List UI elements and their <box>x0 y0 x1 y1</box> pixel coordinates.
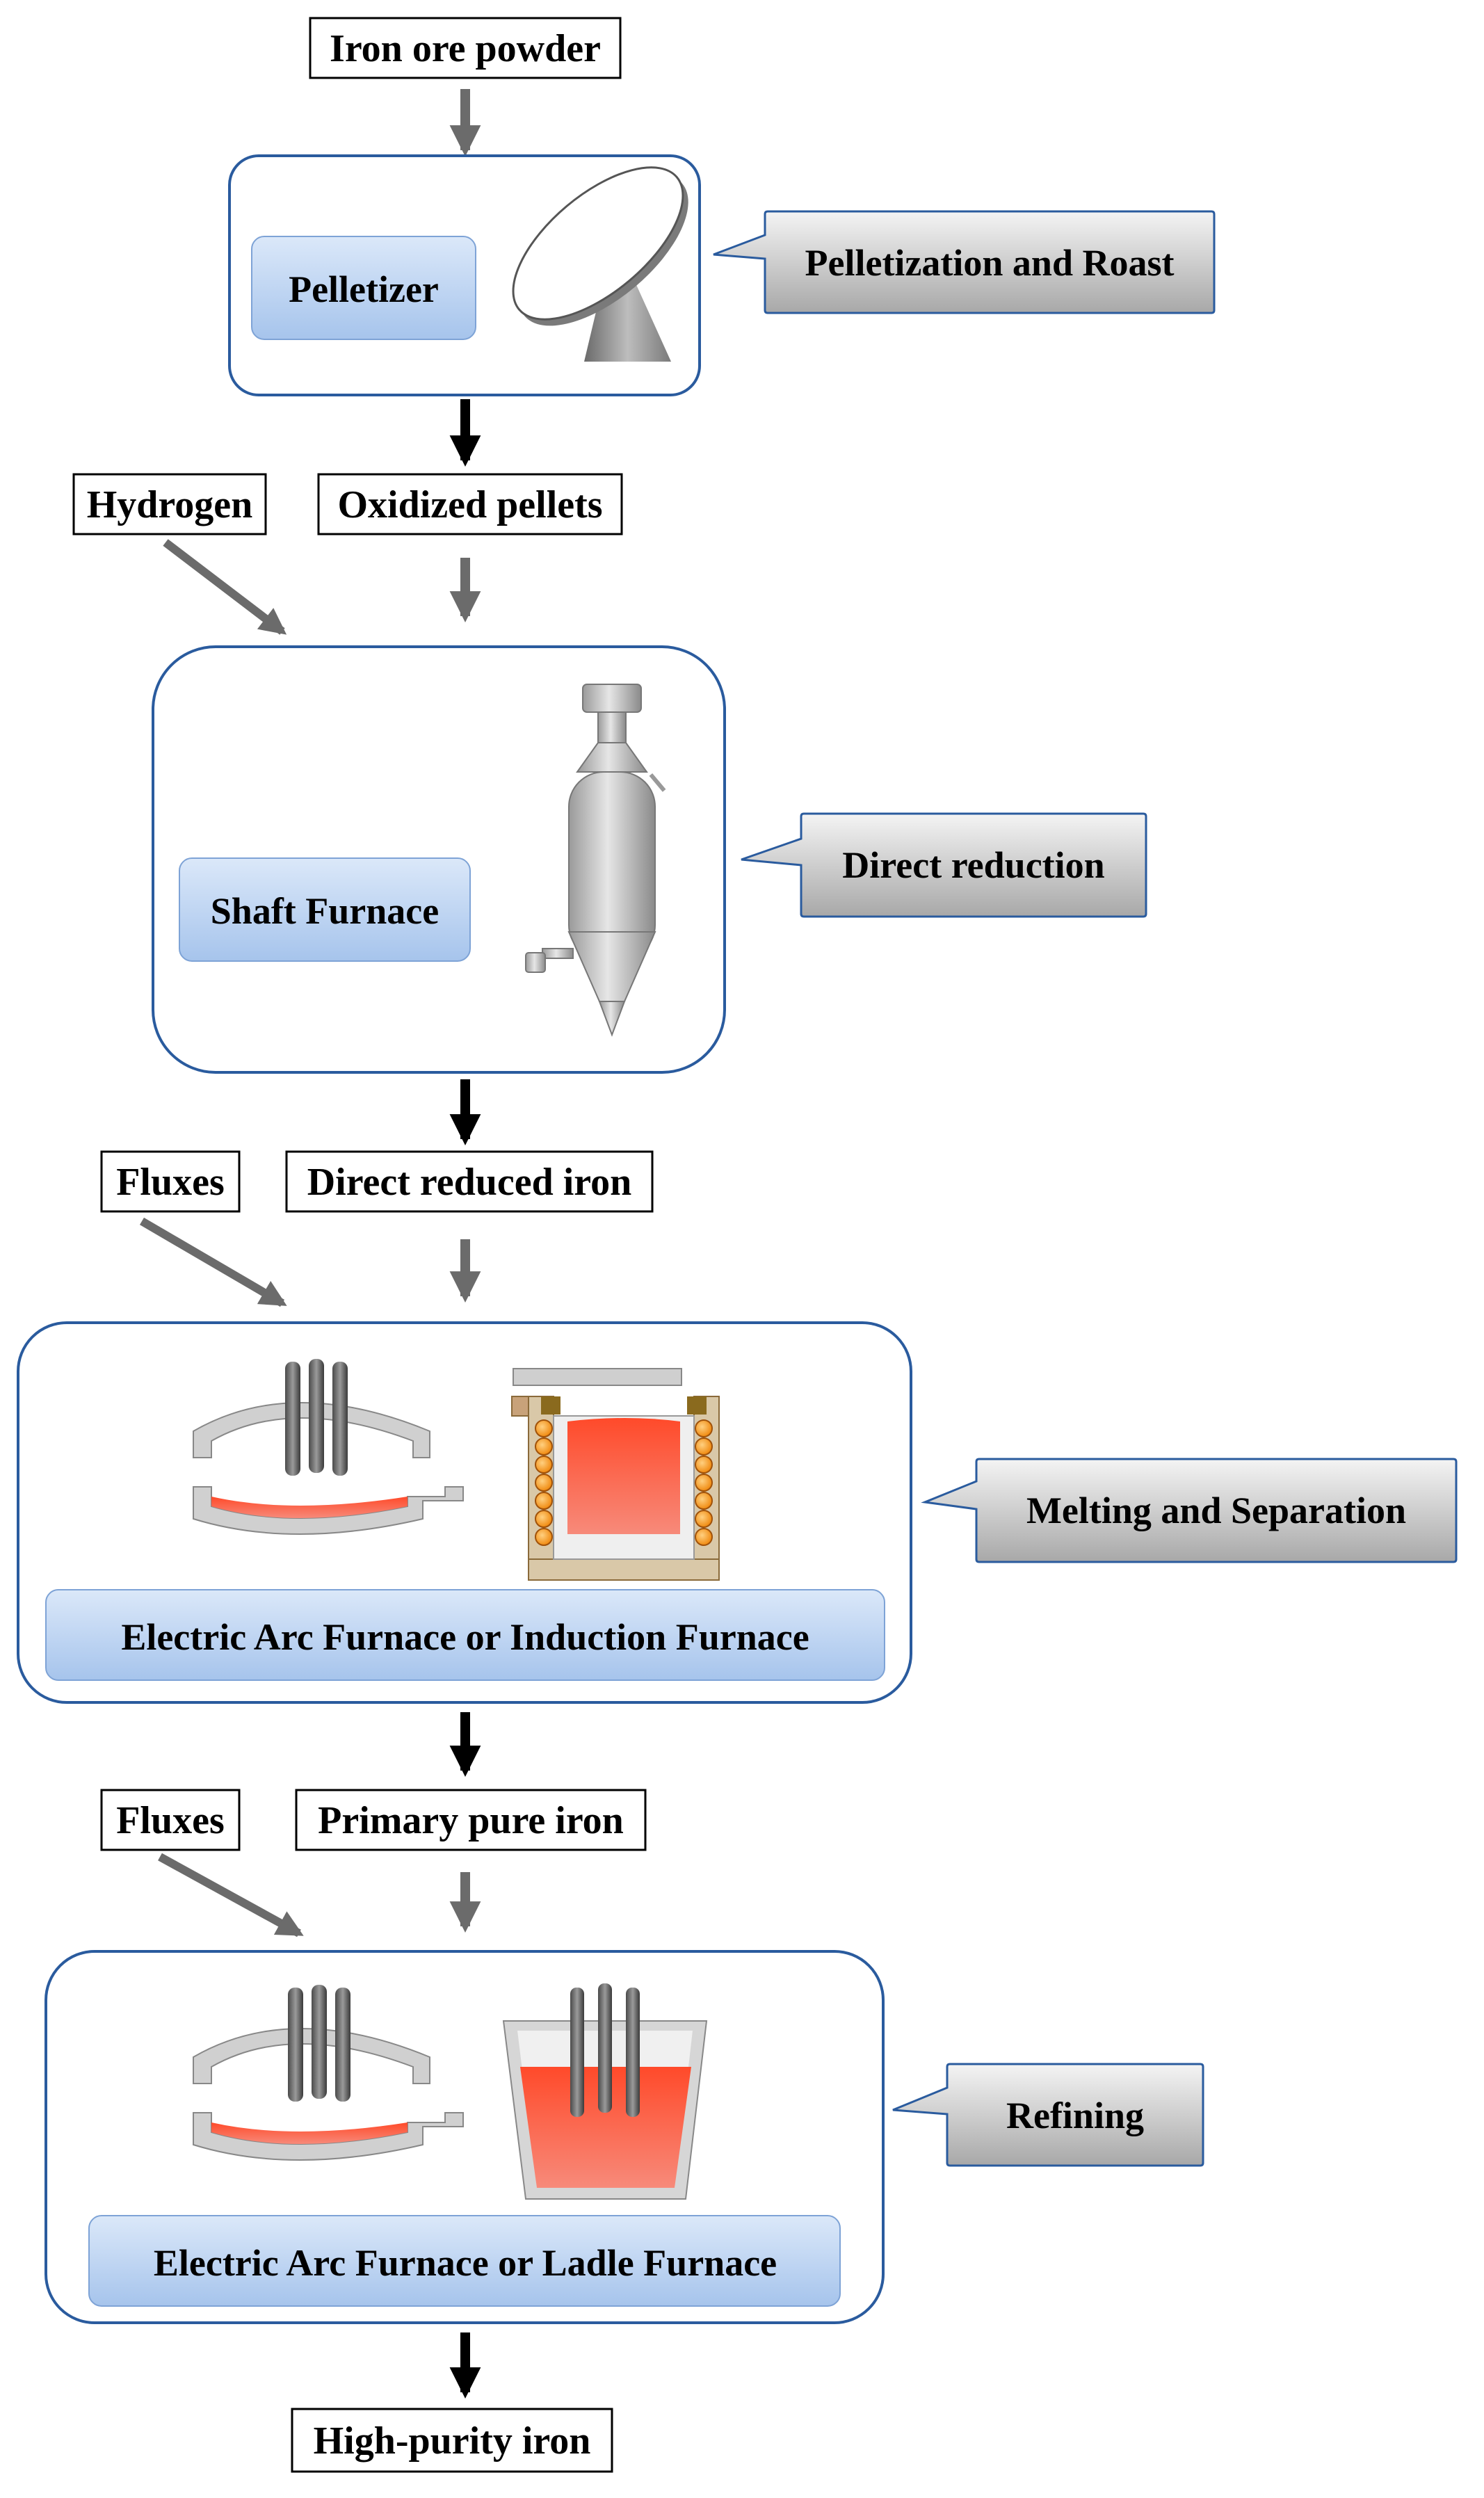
shaft-furnace-icon <box>525 684 666 1037</box>
hydrogen-box: Hydrogen <box>72 473 267 535</box>
melting-furnace-label: Electric Arc Furnace or Induction Furnac… <box>121 1616 809 1658</box>
callout-direct-reduction-label: Direct reduction <box>842 844 1104 886</box>
callout-pelletization-label: Pelletization and Roast <box>805 242 1175 284</box>
induction-furnace-icon <box>511 1368 720 1581</box>
fluxes-label-1: Fluxes <box>116 1161 225 1204</box>
primary-pure-iron-box: Primary pure iron <box>295 1789 647 1851</box>
refining-furnace-button: Electric Arc Furnace or Ladle Furnace <box>88 2215 841 2307</box>
direct-reduced-iron-label: Direct reduced iron <box>307 1161 632 1204</box>
arrow-fluxes-to-refining <box>158 1853 304 1937</box>
callout-melting: Melting and Separation <box>921 1458 1458 1563</box>
pelletizer-label: Pelletizer <box>289 268 439 310</box>
callout-refining: Refining <box>892 2063 1204 2167</box>
electric-arc-furnace-icon-1 <box>193 1359 464 1535</box>
direct-reduced-iron-box: Direct reduced iron <box>285 1150 654 1213</box>
shaft-furnace-button: Shaft Furnace <box>179 857 471 962</box>
pelletizer-button: Pelletizer <box>251 236 476 340</box>
ladle-furnace-icon <box>502 1983 708 2200</box>
pelletizer-disc-icon <box>512 166 688 362</box>
arrow-fluxes-to-melting <box>139 1217 287 1307</box>
iron-ore-powder-box: Iron ore powder <box>309 17 622 79</box>
callout-refining-label: Refining <box>1006 2095 1144 2136</box>
oxidized-pellets-box: Oxidized pellets <box>317 473 623 535</box>
iron-ore-powder-label: Iron ore powder <box>330 27 601 70</box>
fluxes-box-2: Fluxes <box>100 1789 241 1851</box>
shaft-furnace-label: Shaft Furnace <box>211 890 439 932</box>
hydrogen-label: Hydrogen <box>87 483 253 526</box>
callout-direct-reduction: Direct reduction <box>741 812 1147 918</box>
callout-melting-label: Melting and Separation <box>1026 1490 1406 1531</box>
high-purity-iron-box: High-purity iron <box>291 2408 613 2473</box>
high-purity-iron-label: High-purity iron <box>314 2419 591 2463</box>
fluxes-box-1: Fluxes <box>100 1150 241 1213</box>
callout-pelletization: Pelletization and Roast <box>713 210 1216 314</box>
oxidized-pellets-label: Oxidized pellets <box>337 483 602 526</box>
refining-furnace-label: Electric Arc Furnace or Ladle Furnace <box>154 2242 777 2284</box>
fluxes-label-2: Fluxes <box>116 1799 225 1842</box>
primary-pure-iron-label: Primary pure iron <box>318 1799 624 1842</box>
arrow-hydrogen-to-shaft <box>163 539 287 635</box>
melting-furnace-button: Electric Arc Furnace or Induction Furnac… <box>45 1589 885 1681</box>
electric-arc-furnace-icon-2 <box>193 1985 464 2161</box>
